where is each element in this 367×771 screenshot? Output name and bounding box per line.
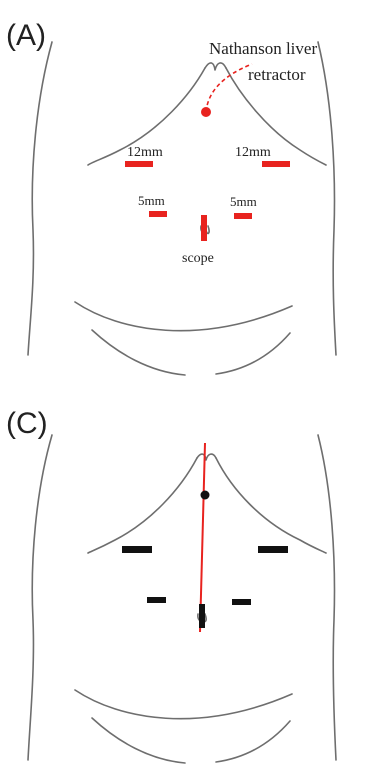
port-5mm-left-marker <box>147 597 166 603</box>
scope-port-marker <box>199 604 205 628</box>
port-12mm-right-marker <box>258 546 288 553</box>
panel-a: (A) Nathanson liver retractor 12mm 1 <box>6 19 336 375</box>
panel-c-torso-outline <box>28 435 336 763</box>
port-5mm-right-marker <box>234 213 252 219</box>
panel-c-ports <box>122 443 288 632</box>
panel-c-label: (C) <box>6 407 48 440</box>
port-5mm-left-marker <box>149 211 167 217</box>
right-flank-line <box>318 435 336 760</box>
left-inguinal-line <box>92 718 185 763</box>
xiphoid-notch <box>197 454 216 460</box>
right-costal-margin <box>216 458 326 553</box>
port-5mm-left-label: 5mm <box>138 193 165 208</box>
lower-abdomen-curve <box>75 302 292 331</box>
panel-a-torso-outline <box>28 42 336 375</box>
left-inguinal-line <box>92 330 185 375</box>
scope-label: scope <box>182 251 214 266</box>
xiphoid-notch <box>205 63 226 70</box>
port-5mm-right-label: 5mm <box>230 194 257 209</box>
left-costal-margin <box>88 458 197 553</box>
port-12mm-left-marker <box>125 161 153 167</box>
left-flank-line <box>28 435 52 760</box>
retractor-port-marker <box>201 491 210 500</box>
panel-c: (C) <box>6 407 336 763</box>
port-12mm-left-label: 12mm <box>127 145 163 160</box>
port-12mm-right-marker <box>262 161 290 167</box>
left-flank-line <box>28 42 52 355</box>
lower-abdomen-curve <box>75 690 292 719</box>
retractor-port-marker <box>201 107 211 117</box>
port-12mm-left-marker <box>122 546 152 553</box>
retractor-path <box>206 64 252 112</box>
midline-alignment-line <box>200 443 205 632</box>
port-5mm-right-marker <box>232 599 251 605</box>
right-inguinal-line <box>216 721 290 762</box>
scope-port-marker <box>201 215 207 241</box>
right-flank-line <box>318 42 336 355</box>
retractor-label-line-2: retractor <box>248 65 306 84</box>
port-12mm-right-label: 12mm <box>235 145 271 160</box>
retractor-label-line-1: Nathanson liver <box>209 39 317 58</box>
panel-a-annotations: Nathanson liver retractor 12mm 12mm 5mm … <box>127 39 317 266</box>
right-inguinal-line <box>216 333 290 374</box>
panel-a-label: (A) <box>6 19 46 52</box>
